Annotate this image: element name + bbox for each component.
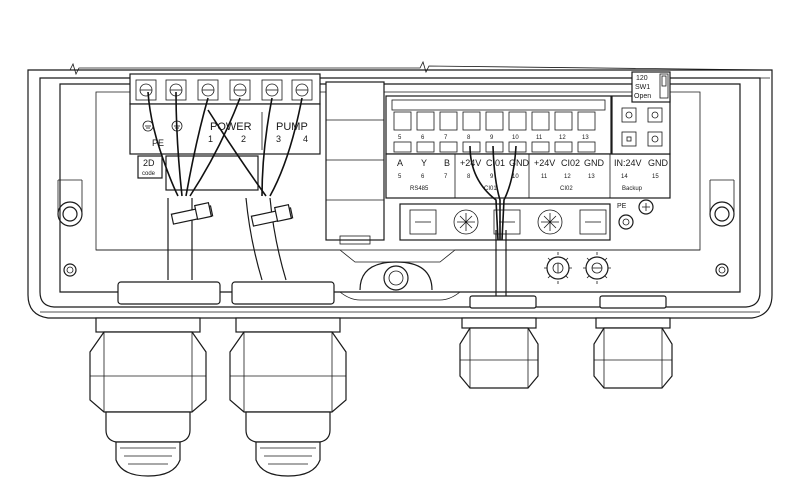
backup-num-15: 15	[652, 174, 659, 180]
term-num-7: 7	[444, 135, 448, 141]
term-num-6: 6	[421, 135, 425, 141]
ci02-sig-24v: +24V	[534, 158, 555, 168]
term-num-11: 11	[536, 135, 543, 141]
rs485-num-5: 5	[398, 174, 402, 180]
ci02-group: CI02	[560, 186, 573, 192]
ci01-num-10: 10	[512, 174, 519, 180]
backup-sig-gnd: GND	[648, 158, 669, 168]
backup-group: Backup	[622, 186, 643, 192]
control-terminal-block: 5 6 7 8 9 10 11 12 13	[385, 95, 612, 155]
cable-gland-pump	[229, 317, 347, 477]
term-num-12: 12	[559, 135, 566, 141]
term-num-10: 10	[512, 135, 519, 141]
rs485-num-6: 6	[421, 174, 425, 180]
ci02-num-12: 12	[564, 174, 571, 180]
pe-ground-label: PE	[617, 203, 627, 210]
control-wires	[469, 145, 517, 241]
mounting-screw-right	[709, 179, 735, 277]
term-num-8: 8	[467, 135, 471, 141]
backup-terminal-pads	[611, 95, 671, 155]
cable-gland-power	[89, 317, 207, 477]
power-wires	[147, 91, 241, 197]
rs485-sig-y: Y	[421, 158, 427, 168]
terminal-wire-entries	[393, 141, 596, 153]
control-cable	[495, 230, 507, 298]
pump-cable	[245, 197, 294, 281]
term-num-5: 5	[398, 135, 402, 141]
code-label-line1: 2D	[143, 158, 155, 168]
ci01-sig-ci01: CI01	[486, 158, 505, 168]
power-terminal-block: PE POWER 1 2 PUMP 3 4	[129, 73, 321, 155]
sw1-line1: 120	[636, 75, 648, 82]
rs485-sig-b: B	[444, 158, 450, 168]
terminal-levers	[393, 111, 596, 131]
mounting-screw-left	[57, 179, 83, 277]
code-label: 2D code	[137, 155, 259, 191]
backup-sig-in24v: IN:24V	[614, 158, 642, 168]
sw1-line2: SW1	[635, 84, 650, 91]
ci01-group: CI01	[484, 186, 497, 192]
ci02-num-11: 11	[541, 174, 548, 180]
pump-wires	[207, 97, 303, 197]
ci02-num-13: 13	[588, 174, 595, 180]
ci01-num-9: 9	[490, 174, 494, 180]
ci01-num-8: 8	[467, 174, 471, 180]
power-term-2: 2	[241, 134, 246, 144]
term-num-9: 9	[490, 135, 494, 141]
rotary-switch-1-icon	[544, 252, 572, 284]
pump-title: PUMP	[276, 121, 308, 133]
pump-term-3: 3	[276, 134, 281, 144]
code-label-line2: code	[142, 171, 156, 177]
ci02-sig-gnd: GND	[584, 158, 605, 168]
term-num-13: 13	[582, 135, 589, 141]
cable-gland-control-2	[593, 317, 673, 389]
rs485-sig-a: A	[397, 158, 403, 168]
power-term-1: 1	[208, 134, 213, 144]
shield-clamp-bar	[399, 203, 611, 241]
pe-ground-screw: PE	[617, 199, 654, 230]
pump-term-4: 4	[303, 134, 308, 144]
cable-gland-control-1	[459, 317, 539, 389]
sw1-switch: 120 SW1 Open	[631, 71, 671, 103]
rs485-group: RS485	[410, 186, 429, 192]
backup-num-14: 14	[621, 174, 628, 180]
rs485-num-7: 7	[444, 174, 448, 180]
sw1-line3: Open	[634, 93, 651, 100]
gland-inner-nuts	[117, 281, 667, 309]
terminal-numbers-top: 5 6 7 8 9 10 11 12 13	[398, 135, 589, 141]
rotary-switch-2-icon	[583, 252, 611, 284]
ci01-sig-gnd: GND	[509, 158, 530, 168]
ci01-sig-24v: +24V	[460, 158, 481, 168]
power-cable	[167, 198, 214, 280]
signal-label-panel: A Y B 5 6 7 RS485 +24V CI01 GND 8 9 10 C…	[385, 153, 671, 199]
ci02-sig-ci02: CI02	[561, 158, 580, 168]
center-shield	[325, 81, 385, 245]
center-mount-boss	[359, 261, 433, 291]
